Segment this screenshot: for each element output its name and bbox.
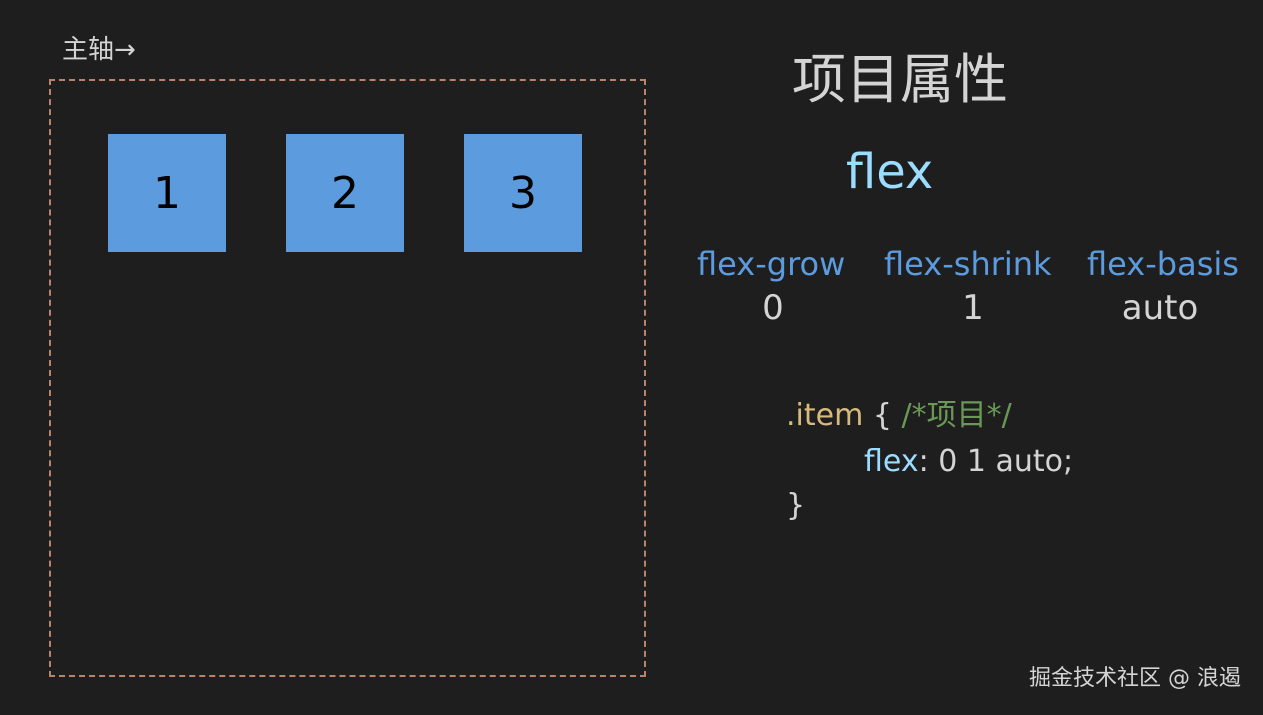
code-line-2: flex: 0 1 auto;: [864, 442, 1073, 482]
watermark: 掘金技术社区 @ 浪遏: [1029, 666, 1241, 691]
page-title: 项目属性: [792, 48, 1008, 111]
code-close-brace: }: [786, 488, 806, 523]
code-value: : 0 1 auto;: [918, 444, 1074, 479]
prop-flex-basis-name: flex-basis: [1087, 245, 1239, 283]
flex-item-3: 3: [464, 134, 582, 252]
code-line-1: .item { /*项目*/: [786, 396, 1012, 436]
flex-shorthand-label: flex: [846, 144, 934, 200]
prop-flex-grow-name: flex-grow: [697, 245, 846, 283]
prop-flex-shrink-name: flex-shrink: [884, 245, 1052, 283]
code-line-3: }: [786, 486, 805, 526]
main-axis-label: 主轴→: [62, 35, 136, 65]
code-comment: /*项目*/: [901, 398, 1012, 433]
flex-item-1: 1: [108, 134, 226, 252]
code-open-brace: {: [863, 398, 902, 433]
flex-container: [49, 79, 646, 677]
flex-item-2: 2: [286, 134, 404, 252]
code-selector: .item: [786, 398, 864, 433]
code-property: flex: [864, 444, 919, 479]
prop-flex-grow-value: 0: [762, 288, 784, 328]
prop-flex-shrink-value: 1: [962, 288, 984, 328]
prop-flex-basis-value: auto: [1121, 288, 1199, 328]
